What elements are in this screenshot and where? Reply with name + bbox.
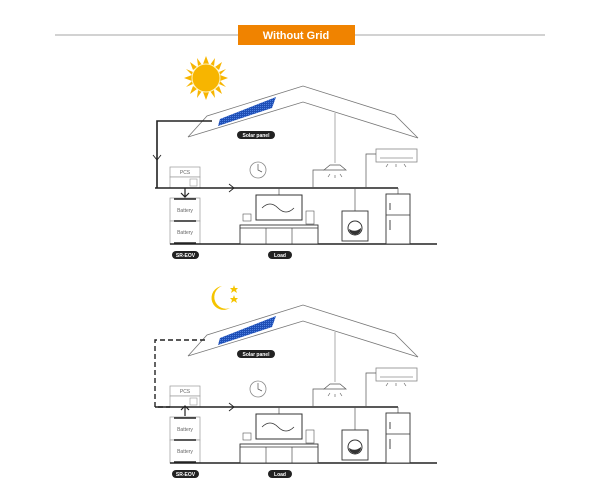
title: Without Grid bbox=[263, 30, 330, 42]
arrow-up-icon bbox=[180, 405, 190, 416]
solar-panel-label: Solar panel bbox=[243, 133, 271, 139]
battery-label: Battery bbox=[177, 230, 193, 236]
house-day bbox=[154, 85, 438, 260]
solar-wire bbox=[156, 120, 212, 188]
system-label: SR-EOV bbox=[176, 472, 196, 478]
load-label: Load bbox=[274, 253, 286, 259]
solar-panel-label: Solar panel bbox=[243, 352, 271, 358]
pcs-label: PCS bbox=[180, 170, 191, 176]
pcs-label: PCS bbox=[180, 389, 191, 395]
sun-icon bbox=[184, 56, 228, 100]
moon-stars-icon bbox=[211, 285, 238, 310]
solar-wire-inactive bbox=[154, 339, 205, 408]
battery-label: Battery bbox=[177, 427, 193, 433]
title-banner bbox=[238, 25, 355, 45]
day-scene: Solar panel PCS Battery Battery SR-EOV L… bbox=[152, 56, 438, 260]
system-label: SR-EOV bbox=[176, 253, 196, 259]
arrow-down-icon bbox=[180, 188, 190, 198]
arrow-down-icon bbox=[152, 154, 162, 161]
load-label: Load bbox=[274, 472, 286, 478]
night-scene: Solar panel PCS Battery Battery SR-EOV L… bbox=[154, 285, 438, 479]
battery-label: Battery bbox=[177, 208, 193, 214]
house-night bbox=[154, 304, 438, 479]
battery-label: Battery bbox=[177, 449, 193, 455]
